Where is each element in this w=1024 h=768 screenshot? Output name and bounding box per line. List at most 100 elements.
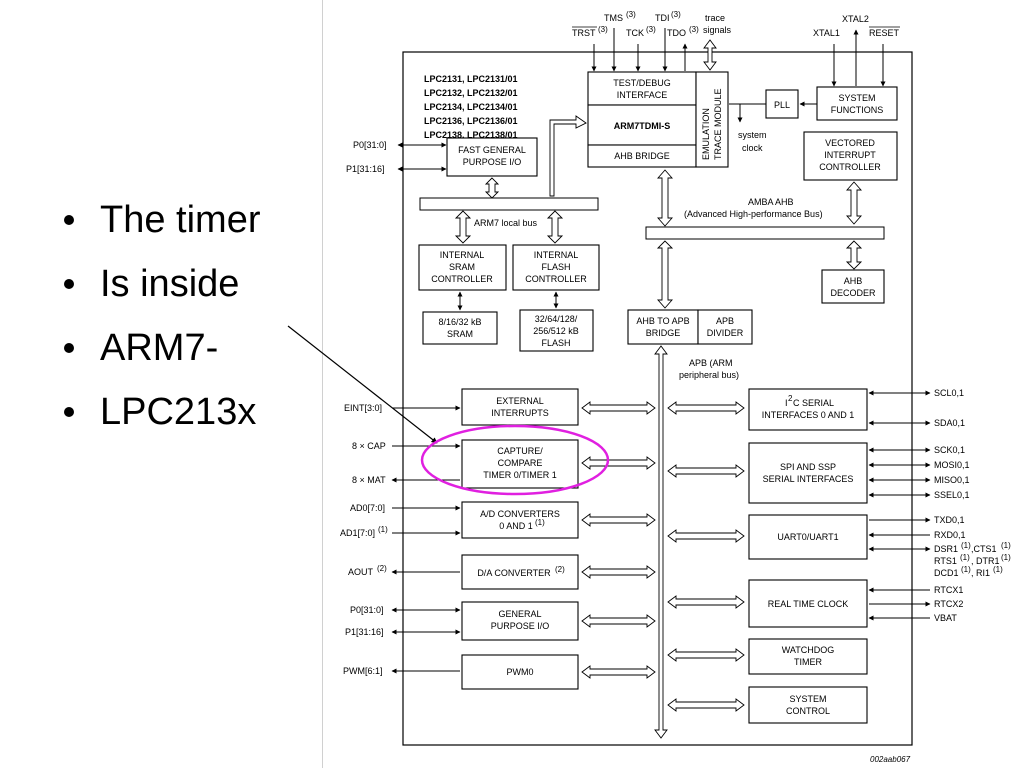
svg-text:8 × MAT: 8 × MAT	[352, 475, 386, 485]
svg-text:GENERAL: GENERAL	[498, 609, 541, 619]
svg-text:P1[31:16]: P1[31:16]	[346, 164, 385, 174]
adc-block: AD0[7:0] AD1[7:0] (1) A/D CONVERTERS 0 A…	[340, 501, 579, 539]
bullet-item: The timer	[62, 188, 260, 252]
ext-int-block: EINT[3:0] EXTERNAL INTERRUPTS	[344, 388, 579, 426]
svg-text:MISO0,1: MISO0,1	[934, 475, 970, 485]
svg-text:TIMER: TIMER	[794, 657, 822, 667]
svg-text:peripheral bus): peripheral bus)	[679, 370, 739, 380]
svg-text:TEST/DEBUG: TEST/DEBUG	[613, 78, 671, 88]
fast-gpio-block: P0[31:0] P1[31:16] FAST GENERAL PURPOSE …	[346, 137, 538, 199]
svg-text:8/16/32 kB: 8/16/32 kB	[438, 317, 481, 327]
svg-text:XTAL2: XTAL2	[842, 14, 869, 24]
svg-text:system: system	[738, 130, 767, 140]
pointer-arrow	[287, 325, 438, 444]
svg-text:TCK: TCK	[626, 28, 644, 38]
svg-text:BRIDGE: BRIDGE	[646, 328, 681, 338]
svg-text:(1): (1)	[535, 518, 545, 527]
svg-text:(3): (3)	[626, 10, 636, 19]
svg-text:EXTERNAL: EXTERNAL	[496, 396, 544, 406]
svg-text:INTERNAL: INTERNAL	[440, 250, 485, 260]
svg-text:LPC2134, LPC2134/01: LPC2134, LPC2134/01	[424, 102, 518, 112]
svg-text:DECODER: DECODER	[830, 288, 876, 298]
svg-text:INTERNAL: INTERNAL	[534, 250, 579, 260]
svg-text:PWM0: PWM0	[507, 667, 534, 677]
i2c-block: I 2 C SERIAL INTERFACES 0 AND 1 SCL0,1 S…	[748, 388, 965, 431]
svg-text:TMS: TMS	[604, 13, 623, 23]
svg-text:(2): (2)	[555, 565, 565, 574]
apb-bus: APB (ARM peripheral bus)	[654, 345, 739, 739]
svg-text:INTERRUPTS: INTERRUPTS	[491, 408, 549, 418]
system-functions: XTAL1 XTAL2 RESET SYSTEM FUNCTIONS PLL s…	[729, 14, 900, 153]
svg-text:I: I	[785, 398, 788, 408]
svg-text:signals: signals	[703, 25, 732, 35]
svg-text:EINT[3:0]: EINT[3:0]	[344, 403, 382, 413]
svg-text:INTERFACES 0 AND 1: INTERFACES 0 AND 1	[762, 410, 855, 420]
svg-text:(1): (1)	[961, 541, 971, 550]
svg-text:SDA0,1: SDA0,1	[934, 418, 965, 428]
svg-text:, RI1: , RI1	[971, 568, 990, 578]
svg-text:P1[31:16]: P1[31:16]	[345, 627, 384, 637]
svg-text:TRACE MODULE: TRACE MODULE	[713, 88, 723, 160]
svg-text:APB: APB	[716, 316, 734, 326]
svg-text:PWM[6:1]: PWM[6:1]	[343, 666, 383, 676]
svg-text:LPC2138, LPC2138/01: LPC2138, LPC2138/01	[424, 130, 518, 140]
svg-text:ARM7TDMI-S: ARM7TDMI-S	[614, 121, 671, 131]
svg-text:AHB TO APB: AHB TO APB	[636, 316, 689, 326]
panel-divider	[322, 0, 323, 768]
svg-text:INTERFACE: INTERFACE	[617, 90, 668, 100]
svg-text:WATCHDOG: WATCHDOG	[782, 645, 835, 655]
svg-text:TDI: TDI	[655, 13, 670, 23]
jtag-signals: TRST (3) TMS (3) TCK (3) TDI (3) TDO (3)…	[572, 10, 732, 72]
svg-text:8 × CAP: 8 × CAP	[352, 441, 386, 451]
left-bus-connectors	[581, 401, 656, 679]
arm-core-block: TEST/DEBUG INTERFACE ARM7TDMI-S AHB BRID…	[587, 71, 729, 168]
svg-text:APB (ARM: APB (ARM	[689, 358, 733, 368]
svg-text:(1): (1)	[1001, 541, 1011, 550]
svg-text:(Advanced High-performance Bus: (Advanced High-performance Bus)	[684, 209, 823, 219]
svg-text:(3): (3)	[671, 10, 681, 19]
bullet-list: The timer Is inside ARM7- LPC213x	[62, 188, 260, 444]
svg-text:C SERIAL: C SERIAL	[793, 398, 834, 408]
svg-text:FAST GENERAL: FAST GENERAL	[458, 145, 526, 155]
svg-text:XTAL1: XTAL1	[813, 28, 840, 38]
arm7-local-bus: ARM7 local bus	[419, 197, 599, 244]
svg-text:LPC2136, LPC2136/01: LPC2136, LPC2136/01	[424, 116, 518, 126]
rtc-block: REAL TIME CLOCK RTCX1 RTCX2 VBAT	[748, 579, 963, 628]
svg-text:TRST: TRST	[572, 28, 596, 38]
dac-block: AOUT (2) D/A CONVERTER (2)	[348, 554, 579, 590]
svg-text:FLASH: FLASH	[541, 262, 570, 272]
svg-text:(3): (3)	[598, 25, 608, 34]
gpio-block: P0[31:0] P1[31:16] GENERAL PURPOSE I/O	[345, 601, 579, 641]
svg-text:PURPOSE I/O: PURPOSE I/O	[491, 621, 550, 631]
svg-text:(3): (3)	[689, 25, 699, 34]
svg-text:AHB: AHB	[844, 276, 863, 286]
svg-text:TIMER 0/TIMER 1: TIMER 0/TIMER 1	[483, 470, 557, 480]
svg-text:LPC2132, LPC2132/01: LPC2132, LPC2132/01	[424, 88, 518, 98]
highlight-ellipse	[420, 424, 610, 496]
svg-text:UART0/UART1: UART0/UART1	[777, 532, 838, 542]
bullet-item: Is inside	[62, 252, 260, 316]
vic-block: VECTORED INTERRUPT CONTROLLER	[803, 131, 898, 225]
svg-text:VECTORED: VECTORED	[825, 138, 875, 148]
svg-text:AMBA AHB: AMBA AHB	[748, 197, 794, 207]
svg-text:ARM7 local bus: ARM7 local bus	[474, 218, 538, 228]
svg-text:TDO: TDO	[667, 28, 686, 38]
apb-bridge-block: AHB TO APB BRIDGE APB DIVIDER	[627, 309, 753, 345]
svg-text:SPI AND SSP: SPI AND SSP	[780, 462, 836, 472]
svg-text:SRAM: SRAM	[449, 262, 475, 272]
svg-text:RTCX2: RTCX2	[934, 599, 963, 609]
svg-text:EMULATION: EMULATION	[701, 108, 711, 160]
svg-text:P0[31:0]: P0[31:0]	[350, 605, 384, 615]
svg-text:SSEL0,1: SSEL0,1	[934, 490, 970, 500]
svg-text:TXD0,1: TXD0,1	[934, 515, 965, 525]
svg-text:CONTROLLER: CONTROLLER	[819, 162, 881, 172]
svg-text:LPC2131, LPC2131/01: LPC2131, LPC2131/01	[424, 74, 518, 84]
svg-text:(1): (1)	[1001, 553, 1011, 562]
svg-text:INTERRUPT: INTERRUPT	[824, 150, 876, 160]
svg-text:32/64/128/: 32/64/128/	[535, 314, 578, 324]
svg-text:SCL0,1: SCL0,1	[934, 388, 964, 398]
pwm-block: PWM[6:1] PWM0	[343, 654, 579, 690]
svg-text:DCD1: DCD1	[934, 568, 959, 578]
svg-text:AD1[7:0]: AD1[7:0]	[340, 528, 375, 538]
